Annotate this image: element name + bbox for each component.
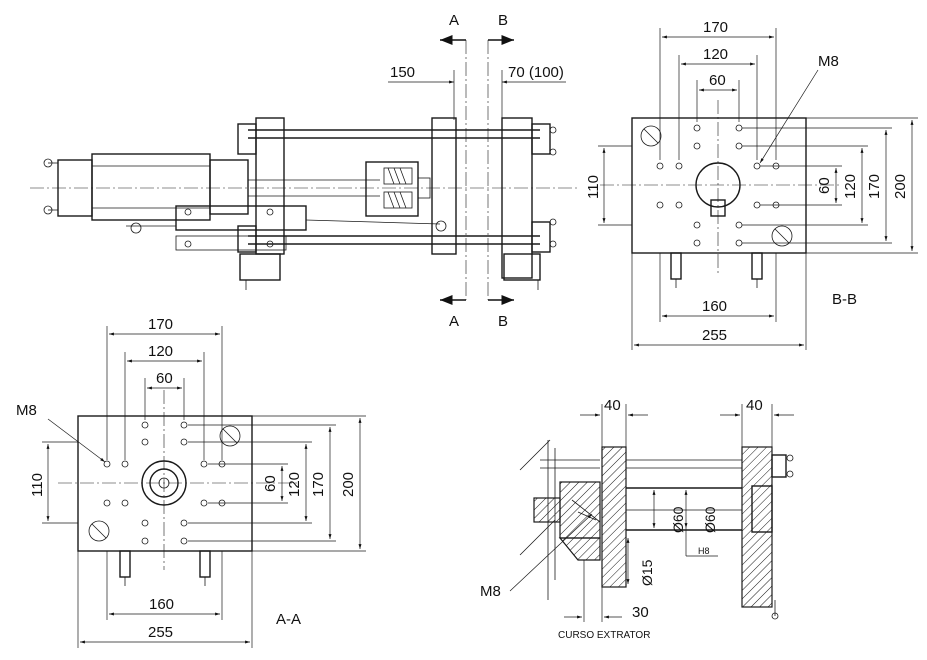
section-label-b-top: B: [498, 12, 508, 29]
view-bb: 170 120 60 M8 60 120 170 200 110: [585, 19, 918, 350]
bb-dim-120-top: 120: [703, 46, 728, 63]
dim-150: 150: [390, 64, 415, 81]
bb-dim-200: 200: [892, 174, 909, 199]
bb-dim-60-top: 60: [709, 72, 726, 89]
bb-thread-m8: M8: [818, 53, 839, 70]
view-aa: 170 120 60 M8 60 120 170 200 110: [16, 316, 366, 648]
section-dia-60-b: Ø60: [702, 506, 718, 533]
section-label-a-top: A: [449, 12, 459, 29]
bb-title: B-B: [832, 291, 857, 308]
section-label-b-bottom: B: [498, 313, 508, 330]
plate-aa: [77, 415, 253, 552]
plate-bb: [631, 117, 807, 254]
section-thread-m8: M8: [480, 583, 501, 600]
aa-dim-170-top: 170: [148, 316, 173, 333]
section-dim-30: 30: [632, 604, 649, 621]
bb-dim-160: 160: [702, 298, 727, 315]
ejector-plate: [431, 117, 457, 255]
hydraulic-cylinder: [43, 153, 249, 221]
aa-dim-200: 200: [340, 472, 357, 497]
aa-dim-120-top: 120: [148, 343, 173, 360]
section-dia-15: Ø15: [639, 559, 655, 586]
section-label-a-bottom: A: [449, 313, 459, 330]
section-dia-60-a: Ø60: [670, 506, 686, 533]
bb-dim-60-right: 60: [816, 177, 833, 194]
tapped-holes-aa: [103, 421, 226, 545]
bb-dim-120-right: 120: [842, 174, 859, 199]
section-dim-40-right: 40: [746, 397, 763, 414]
bb-dim-255: 255: [702, 327, 727, 344]
section-detail-view: 40 40 Ø60 Ø60 H8 Ø15 M8 30 CURSO EXTRATO…: [480, 397, 794, 641]
assembly-view: A B A B 150 70 (100): [30, 12, 580, 330]
front-plate: [501, 117, 533, 279]
linear-transducer: [126, 205, 447, 251]
section-stroke-label: CURSO EXTRATOR: [558, 630, 650, 641]
bb-dim-170-top: 170: [703, 19, 728, 36]
aa-thread-m8: M8: [16, 402, 37, 419]
guide-rods: [248, 129, 540, 245]
dim-70-100: 70 (100): [508, 64, 564, 81]
aa-title: A-A: [276, 611, 301, 628]
section-fit-h8: H8: [698, 546, 710, 556]
aa-dim-160: 160: [149, 596, 174, 613]
section-dim-40-left: 40: [604, 397, 621, 414]
spring-housing: [365, 161, 431, 217]
aa-dim-255: 255: [148, 624, 173, 641]
aa-dim-110: 110: [29, 473, 46, 497]
aa-dim-120-right: 120: [286, 472, 303, 497]
bb-dim-110: 110: [585, 175, 602, 199]
bb-dim-170-right: 170: [866, 174, 883, 199]
aa-dim-170-right: 170: [310, 472, 327, 497]
aa-dim-60-right: 60: [262, 475, 279, 492]
aa-dim-60-top: 60: [156, 370, 173, 387]
